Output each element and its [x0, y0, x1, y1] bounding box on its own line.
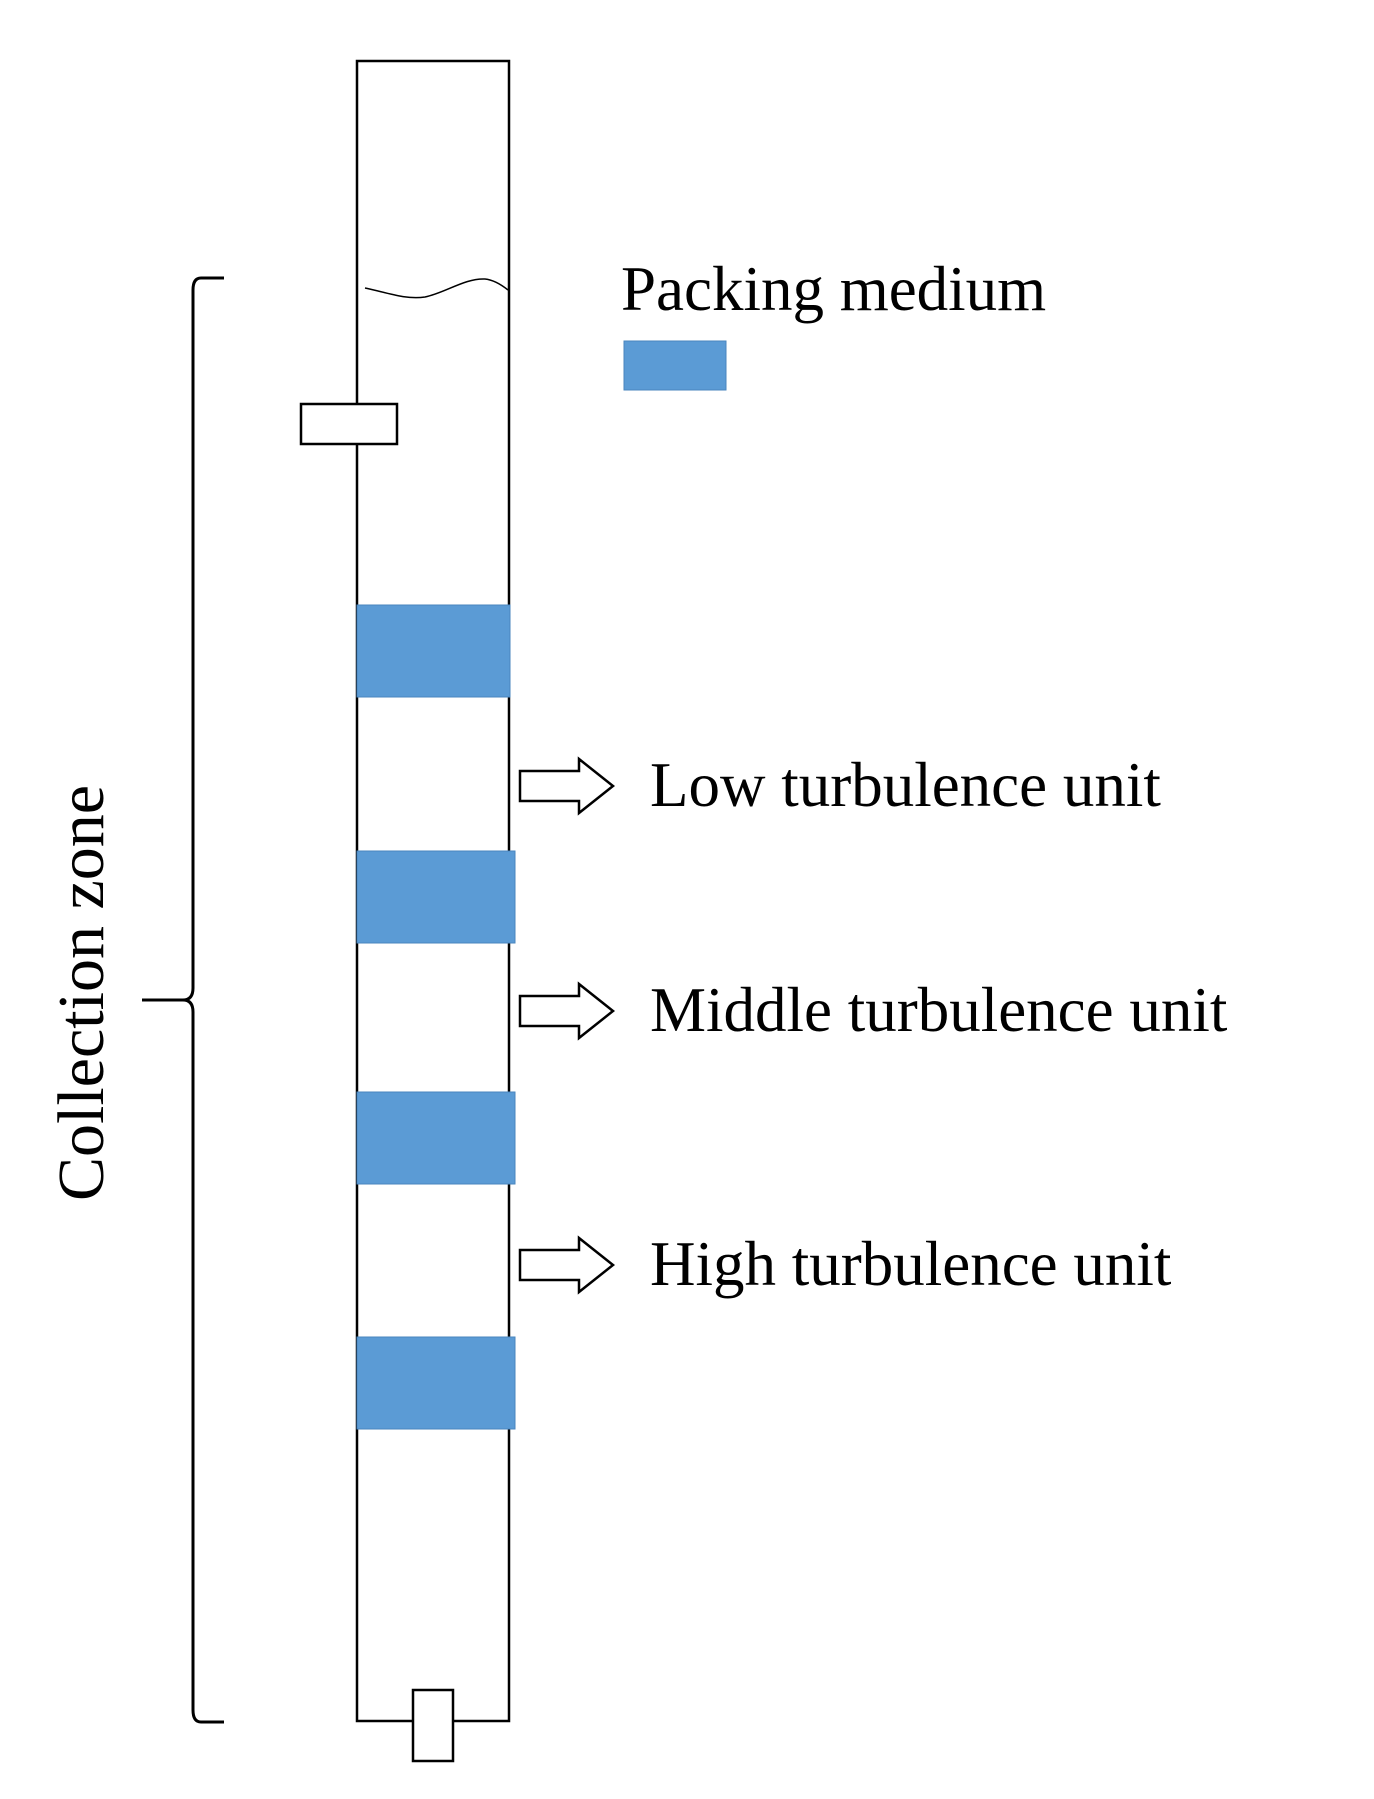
liquid-surface-line — [364, 278, 509, 299]
bottom-outlet — [411, 1688, 455, 1763]
packing-layer-4 — [356, 1336, 516, 1430]
hollow-right-arrow-icon — [518, 1235, 616, 1295]
low-turbulence-unit-label: Low turbulence unit — [650, 750, 1161, 820]
collection-zone-label: Collection zone — [45, 785, 118, 1201]
packing-layer-1 — [356, 604, 511, 698]
hollow-right-arrow-icon — [518, 756, 616, 816]
legend-swatch — [623, 340, 727, 391]
packing-layer-3 — [356, 1091, 516, 1185]
middle-turbulence-unit-label: Middle turbulence unit — [650, 975, 1228, 1045]
collection-zone-bracket — [142, 276, 224, 1724]
packing-layer-2 — [356, 850, 516, 944]
hollow-right-arrow-icon — [518, 981, 616, 1041]
high-turbulence-unit-label: High turbulence unit — [650, 1229, 1172, 1299]
side-port — [299, 402, 399, 446]
legend-label: Packing medium — [621, 254, 1046, 324]
